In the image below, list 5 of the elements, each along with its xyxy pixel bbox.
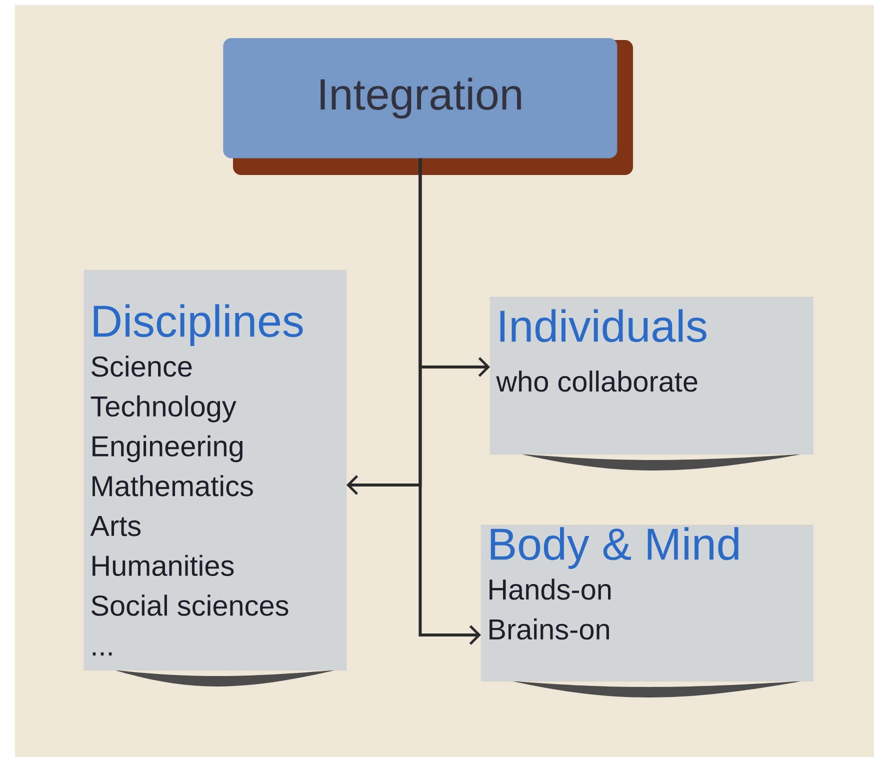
text-box: Individuals who collaborate (490, 296, 814, 470)
title-box: Integration (223, 38, 633, 175)
list-box: Disciplines Science Technology Engineering Mathematics Arts Humanities Social sciences ... (84, 270, 346, 686)
text-box: Body & Mind Hands-on Brains-on (481, 524, 814, 698)
arrow (418, 158, 481, 645)
